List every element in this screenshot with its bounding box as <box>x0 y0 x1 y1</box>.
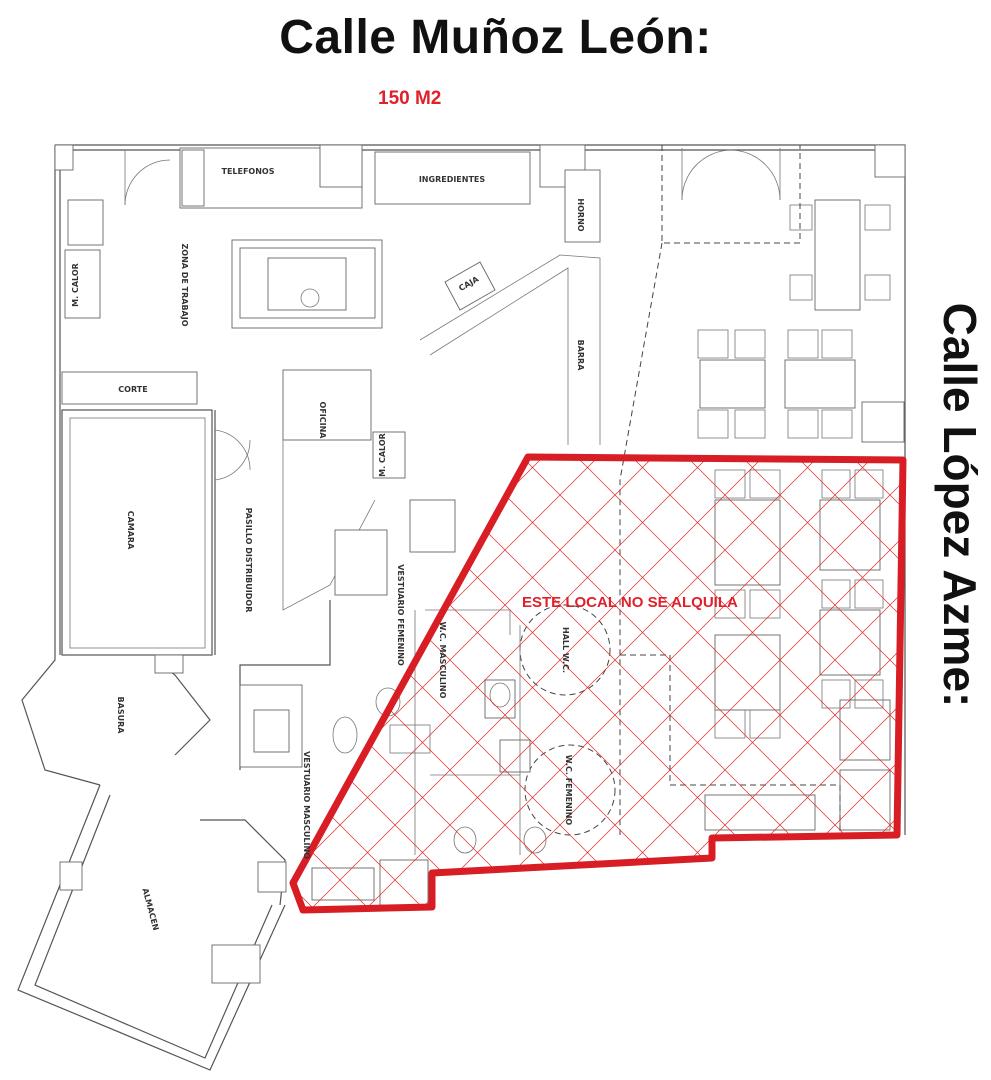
outer-walls <box>17 144 906 1071</box>
hatch-line <box>0 440 10 930</box>
hatch-line <box>779 457 903 910</box>
hatch-line <box>509 457 903 910</box>
not-for-rent-notice: ESTE LOCAL NO SE ALQUILA <box>522 594 738 611</box>
room-label-pasillo: PASILLO DISTRIBUIDOR <box>244 508 253 613</box>
hatch-line <box>559 457 903 910</box>
room-label-telefonos: TELEFONOS <box>221 167 274 176</box>
hatch-line <box>293 457 781 910</box>
hatch-line <box>293 457 726 910</box>
room-label-ingredientes: INGREDIENTES <box>419 175 486 184</box>
kitchen-furniture <box>61 144 601 611</box>
hatch-line <box>399 457 891 910</box>
wc-area <box>311 604 616 906</box>
street-name-top: Calle Muñoz León: <box>279 11 712 64</box>
hatch-line <box>293 457 446 910</box>
room-label-zona-trabajo: ZONA DE TRABAJO <box>180 243 189 326</box>
room-label-wc-femenino: W.C. FEMENINO <box>564 755 573 826</box>
hatch-line <box>293 457 671 910</box>
hatch-line <box>945 440 991 930</box>
hatch-line <box>950 440 991 930</box>
room-label-wc-masculino: W.C. MASCULINO <box>438 622 447 699</box>
hatch-line <box>293 457 451 910</box>
room-label-barra: BARRA <box>576 340 585 372</box>
hatch-line <box>293 457 396 910</box>
room-label-m-calor-2: M. CALOR <box>378 433 387 477</box>
hatch-line <box>724 457 903 910</box>
seating <box>619 145 891 835</box>
room-label-camara: CAMARA <box>126 511 135 550</box>
hatch-line <box>454 457 903 910</box>
hatch-line <box>0 440 280 930</box>
inner-rooms <box>59 409 511 984</box>
hatch-line <box>894 457 903 910</box>
hatch-line <box>0 440 170 930</box>
hatch-line <box>614 457 903 910</box>
area-label: 150 M2 <box>378 88 442 109</box>
hatch-line <box>784 457 903 910</box>
room-label-vestuario-masculino: VESTUARIO MASCULINO <box>302 751 311 859</box>
hatch-line <box>504 457 903 910</box>
not-for-rent-boundary <box>289 453 907 914</box>
room-label-basura: BASURA <box>116 697 125 735</box>
room-label-vestuario-femenino: VESTUARIO FEMENINO <box>396 564 405 666</box>
hatch-line <box>0 440 175 930</box>
room-label-corte: CORTE <box>118 385 147 394</box>
hatch-line <box>293 457 391 910</box>
room-label-almacen: ALMACEN <box>140 887 160 931</box>
hatch-line <box>293 457 501 910</box>
room-label-oficina: OFICINA <box>318 402 327 440</box>
hatch-line <box>669 457 903 910</box>
hatch-line <box>293 457 616 910</box>
hatch-line <box>344 457 836 910</box>
hatch-line <box>394 457 886 910</box>
room-label-hall-wc: HALL W.C. <box>561 627 570 673</box>
room-label-m-calor-1: M. CALOR <box>71 263 80 307</box>
hatch-line <box>619 457 903 910</box>
hatch-line <box>564 457 903 910</box>
hatch-line <box>293 457 666 910</box>
room-label-horno: HORNO <box>576 198 585 231</box>
